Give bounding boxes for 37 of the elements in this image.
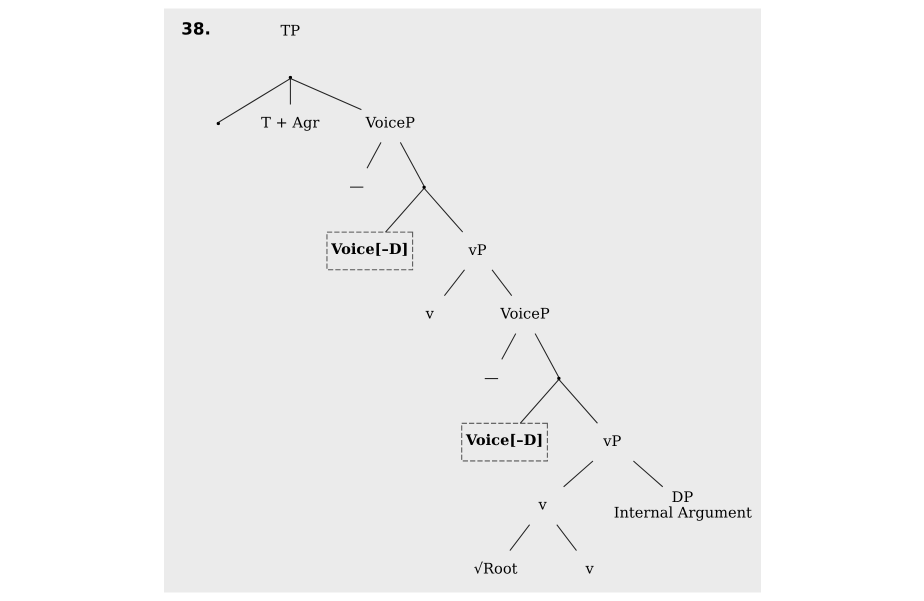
connector	[290, 78, 362, 110]
node-text: —	[348, 178, 364, 196]
node-text: —	[484, 369, 498, 386]
connector	[562, 460, 593, 488]
connector	[632, 460, 663, 488]
node-text: VoiceP	[365, 114, 414, 132]
node-text: T + Agr	[260, 114, 319, 132]
node-point	[556, 376, 560, 380]
node-text: TP	[280, 22, 300, 40]
connector	[289, 78, 290, 104]
node-text: VoiceP	[500, 306, 550, 323]
connector	[519, 379, 559, 424]
node-point	[216, 122, 220, 126]
connector	[491, 270, 512, 296]
connector	[534, 333, 559, 378]
connector	[556, 524, 576, 551]
node-box: Voice[–D]	[460, 422, 548, 462]
connector	[558, 379, 598, 424]
node-text: v	[425, 306, 434, 323]
connector	[218, 78, 290, 123]
node-text: vP	[468, 242, 486, 259]
node-text: √Root	[473, 560, 518, 578]
node-text: v	[538, 496, 546, 514]
connector	[384, 188, 424, 232]
connector	[423, 188, 463, 232]
node-text: vP	[602, 432, 621, 450]
node-text: DP Internal Argument	[613, 488, 752, 522]
connector	[509, 524, 530, 551]
connector	[366, 142, 381, 168]
connector	[500, 333, 516, 360]
node-point	[288, 76, 292, 80]
label: 38.	[180, 18, 210, 38]
node-text: v	[585, 560, 594, 578]
connector	[399, 142, 424, 186]
node-box: Voice[–D]	[326, 232, 413, 270]
connector	[444, 270, 464, 296]
node-point	[422, 186, 426, 189]
